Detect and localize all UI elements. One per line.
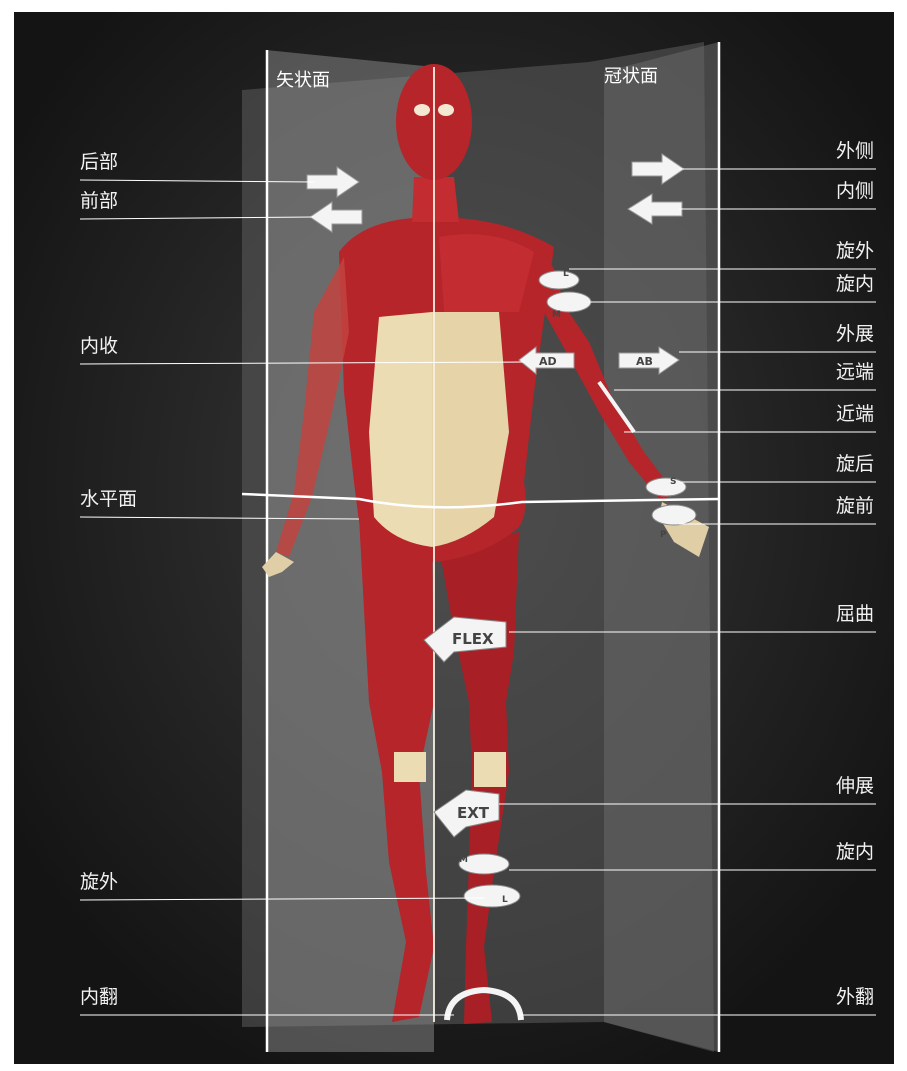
label-medial-rotation-leg: 旋内 [836,841,874,863]
label-extension: 伸展 [836,775,874,797]
eye [438,104,454,116]
label-proximal: 近端 [836,403,874,425]
medial-tag-leg: M [459,855,468,865]
neck [412,177,459,222]
right-knee [394,752,426,782]
medial-tag: M [552,310,561,320]
anatomy-scene: L M AD AB S P [14,12,894,1064]
svg-text:FLEX: FLEX [452,630,494,648]
sagittal-plane-label: 矢状面 [276,70,330,92]
label-inversion: 内翻 [80,986,118,1008]
svg-text:EXT: EXT [457,804,490,822]
eye [414,104,430,116]
label-lateral-rotation-arm: 旋外 [836,240,874,262]
label-horizontal-plane: 水平面 [80,488,137,510]
supination-tag: S [670,477,676,487]
label-supination: 旋后 [836,453,874,475]
label-eversion: 外翻 [836,986,874,1008]
label-adduction: 内收 [80,335,118,357]
label-flexion: 屈曲 [836,603,874,625]
label-anterior: 前部 [80,190,118,212]
diagram-panel: L M AD AB S P [14,12,894,1064]
label-distal: 远端 [836,361,874,383]
abdomen-skin [369,312,432,547]
label-medial: 内侧 [836,180,874,202]
label-lateral-rotation-leg: 旋外 [80,871,118,893]
label-lateral: 外侧 [836,140,874,162]
label-posterior: 后部 [80,151,118,173]
left-knee [474,752,506,787]
label-pronation: 旋前 [836,495,874,517]
pronation-tag: P [660,530,667,540]
svg-text:AD: AD [539,355,557,368]
coronal-plane-label: 冠状面 [604,66,658,88]
label-abduction: 外展 [836,323,874,345]
label-medial-rotation-arm: 旋内 [836,273,874,295]
svg-text:AB: AB [636,355,653,368]
pectoral [439,234,534,312]
lateral-tag-leg: L [502,895,508,905]
lateral-tag: L [563,269,569,279]
